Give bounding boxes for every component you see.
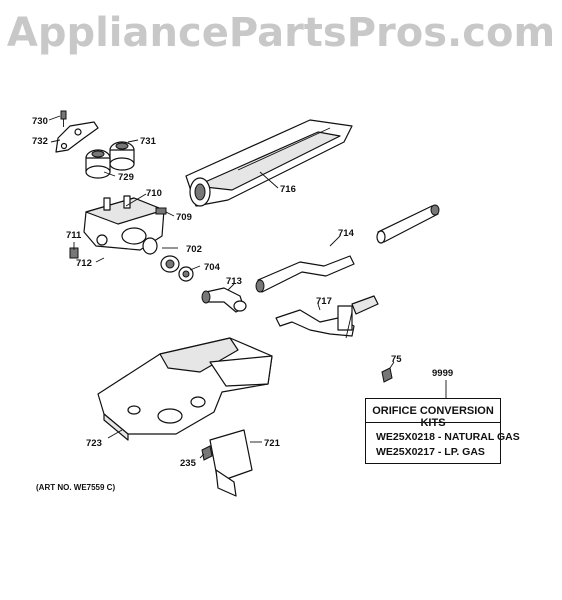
label-235: 235	[180, 458, 197, 469]
kit-box-divider	[366, 422, 500, 423]
label-712: 712	[76, 258, 92, 269]
label-716: 716	[280, 184, 296, 195]
label-709: 709	[176, 212, 192, 223]
part-714-tube[interactable]	[255, 255, 355, 293]
label-711: 711	[66, 230, 82, 241]
part-730-screw[interactable]	[60, 110, 67, 127]
label-721: 721	[264, 438, 281, 449]
label-704: 704	[204, 262, 221, 273]
part-723-bracket[interactable]	[97, 337, 273, 441]
part-713-elbow[interactable]	[201, 287, 247, 313]
part-717-igniter[interactable]	[275, 295, 379, 339]
kit-box-title: ORIFICE CONVERSION KITS	[372, 405, 494, 429]
label-710: 710	[146, 188, 162, 199]
label-9999: 9999	[432, 368, 453, 379]
part-731-coil[interactable]	[109, 141, 135, 171]
label-714: 714	[338, 228, 355, 239]
label-723: 723	[86, 438, 102, 449]
part-235-screw[interactable]	[201, 445, 213, 461]
kit-lp-gas[interactable]: WE25X0217 - LP. GAS	[376, 446, 485, 458]
leader-lines	[48, 115, 447, 459]
part-702-orifice[interactable]	[160, 255, 180, 273]
part-729-coil[interactable]	[85, 149, 111, 179]
label-732: 732	[32, 136, 48, 147]
part-712-gas-valve[interactable]	[83, 195, 165, 255]
art-number: (ART NO. WE7559 C)	[36, 483, 115, 492]
part-716-burner[interactable]	[185, 119, 353, 207]
part-704-nut[interactable]	[178, 266, 194, 282]
label-729: 729	[118, 172, 134, 183]
label-730: 730	[32, 116, 48, 127]
part-721-shield[interactable]	[209, 429, 253, 497]
part-709-screw[interactable]	[155, 207, 167, 215]
label-717: 717	[316, 296, 332, 307]
label-75: 75	[391, 354, 402, 365]
part-714-tube-segment[interactable]	[376, 204, 440, 244]
watermark-logo: AppliancePartsPros.com	[6, 10, 556, 56]
part-75-screw[interactable]	[381, 367, 393, 383]
orifice-kit-box: ORIFICE CONVERSION KITS WE25X0218 - NATU…	[365, 398, 520, 464]
label-731: 731	[140, 136, 157, 147]
part-732-bracket[interactable]	[55, 121, 99, 153]
label-702: 702	[186, 244, 202, 255]
kit-natural-gas[interactable]: WE25X0218 - NATURAL GAS	[376, 431, 520, 443]
label-713: 713	[226, 276, 242, 287]
